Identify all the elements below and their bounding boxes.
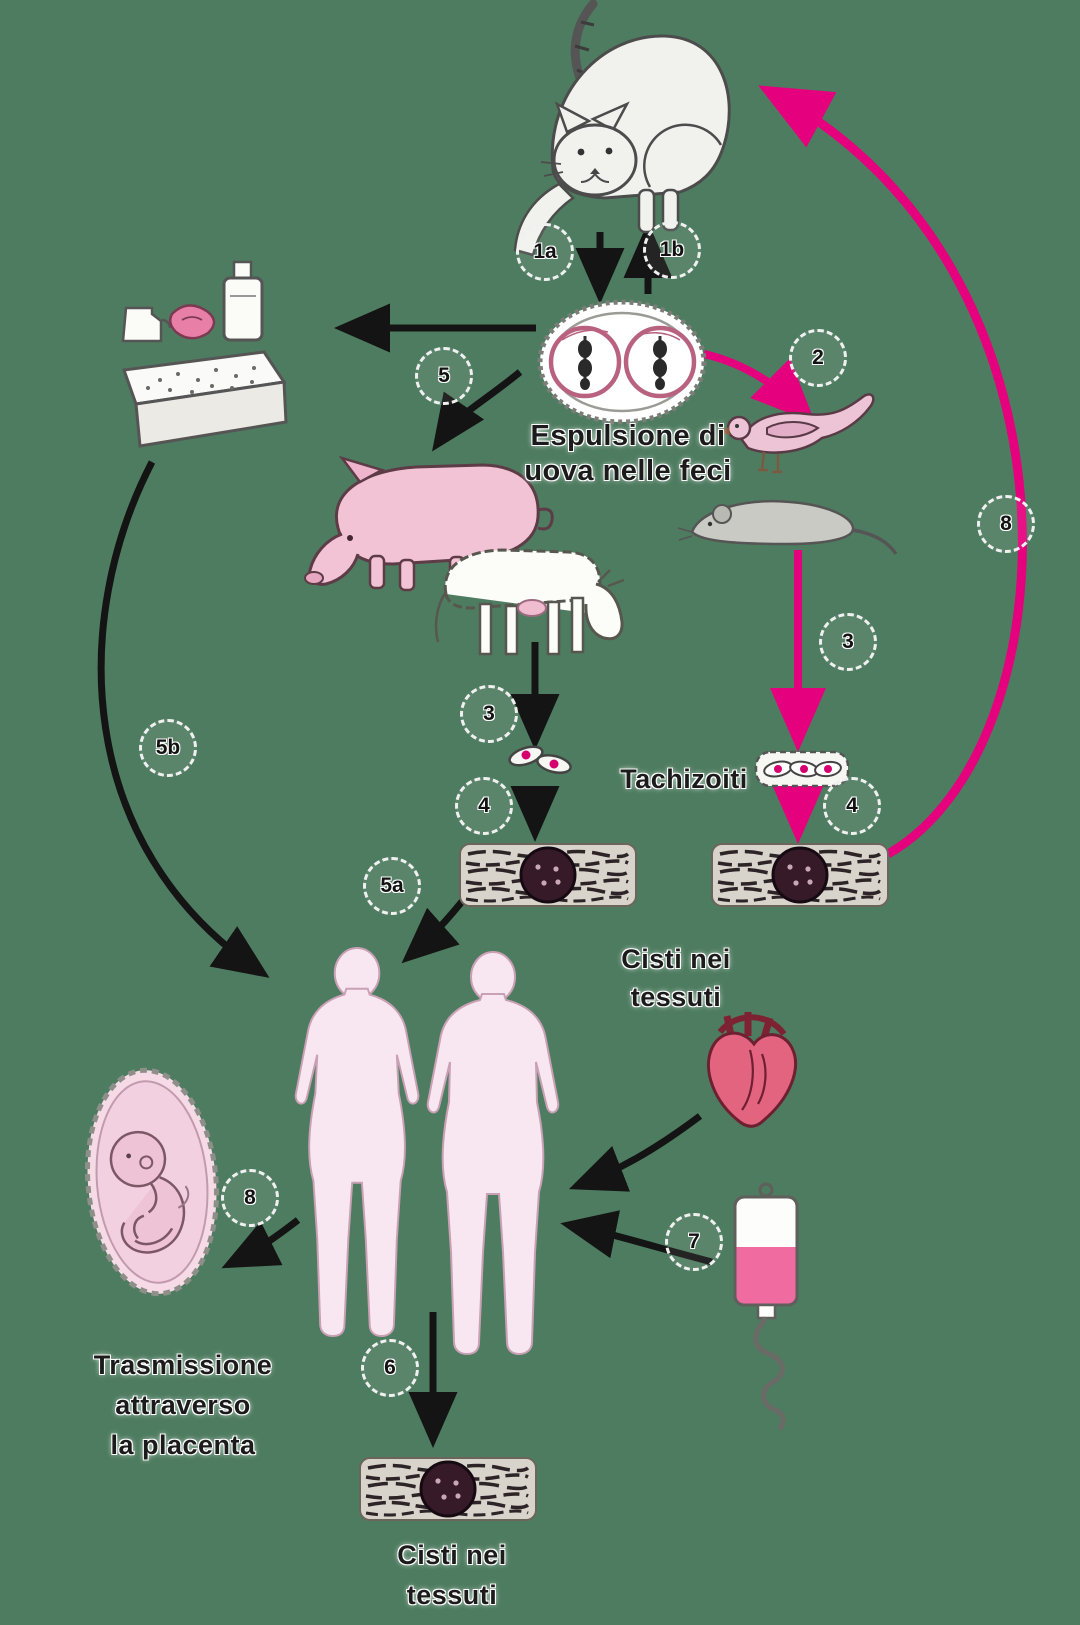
fetus-icon bbox=[85, 1067, 219, 1297]
heart-icon bbox=[707, 1012, 797, 1128]
arrow-cysts-to-humans bbox=[401, 891, 471, 964]
tissue-cysts-bottom-label-line1: Cisti nei bbox=[397, 1540, 507, 1570]
step-marker-oocysts-to-birds-rodents: 2 bbox=[789, 329, 847, 387]
step-marker-human-tissue-cysts: 6 bbox=[361, 1339, 419, 1397]
milk-bottle-icon bbox=[222, 260, 264, 342]
step-marker-transfusion-transplant: 7 bbox=[665, 1213, 723, 1271]
tissue-cyst-bottom-icon bbox=[358, 1456, 538, 1522]
dove-icon bbox=[717, 393, 875, 474]
arrow-oocysts-to-bird bbox=[703, 350, 816, 424]
placenta-label-line1: Trasmissione bbox=[93, 1350, 273, 1380]
cat-icon bbox=[513, 0, 731, 257]
step-marker-transplacental: 8 bbox=[221, 1169, 279, 1227]
mouse-icon bbox=[677, 500, 898, 556]
step-marker-contaminated-food-to-humans: 5b bbox=[139, 719, 197, 777]
step-marker-prey-tachyzoites: 3 bbox=[819, 613, 877, 671]
step-marker-cat-ingests-oocysts: 1b bbox=[643, 221, 701, 279]
blood-bag-icon bbox=[733, 1182, 799, 1431]
oocyst-caption-line2: uova nelle feci bbox=[524, 455, 732, 487]
arrow-woman-to-fetus bbox=[221, 1217, 301, 1269]
arrow-cysts-to-cat-arc bbox=[758, 85, 1027, 858]
tachyzoites-label: Tachizoiti bbox=[620, 764, 748, 794]
tissue-cyst-left-icon bbox=[458, 842, 638, 908]
oocyst-caption-line1: Espulsione di bbox=[530, 420, 726, 452]
tachyzoites-right-icon bbox=[754, 750, 850, 788]
step-marker-cysts-right: 4 bbox=[823, 777, 881, 835]
oocyst-icon bbox=[537, 299, 707, 425]
pig-icon bbox=[304, 455, 554, 592]
step-marker-farm-animals-tachyzoites: 3 bbox=[460, 685, 518, 743]
tissue-cysts-bottom-label-line2: tessuti bbox=[406, 1580, 498, 1610]
tissue-cysts-label-line2: tessuti bbox=[630, 982, 722, 1012]
woman-icon bbox=[294, 947, 420, 1337]
arrow-heart-to-man bbox=[568, 1113, 703, 1192]
step-marker-cysts-left: 4 bbox=[455, 777, 513, 835]
tissue-cyst-right-icon bbox=[710, 842, 890, 908]
step-marker-cat-sheds-oocysts: 1a bbox=[516, 223, 574, 281]
placenta-label-line3: la placenta bbox=[110, 1430, 256, 1460]
litter-box-icon bbox=[121, 350, 288, 448]
man-icon bbox=[426, 951, 560, 1356]
tachyzoites-left-icon bbox=[508, 745, 572, 775]
arrow-oocysts-to-pig bbox=[432, 369, 523, 452]
placenta-label-line2: attraverso bbox=[115, 1390, 251, 1420]
step-marker-oocysts-to-environment: 5 bbox=[415, 347, 473, 405]
step-marker-infected-meat-to-humans: 5a bbox=[363, 857, 421, 915]
step-marker-cysts-to-cat: 8 bbox=[977, 495, 1035, 553]
tissue-cysts-label-line1: Cisti nei bbox=[621, 944, 731, 974]
arrow-contaminated-food-to-humans-arc bbox=[97, 460, 270, 978]
cow-icon bbox=[434, 548, 625, 656]
meat-icon bbox=[121, 304, 216, 343]
